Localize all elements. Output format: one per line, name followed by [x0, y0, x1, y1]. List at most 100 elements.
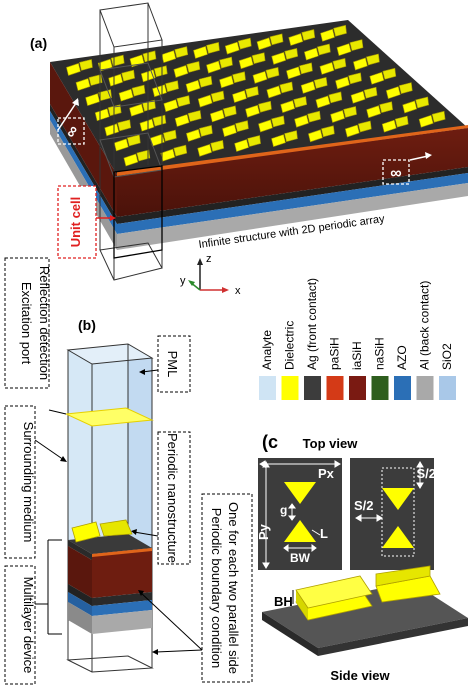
- nano-element: [320, 28, 335, 42]
- nano-element: [108, 73, 124, 87]
- nano-element: [245, 104, 260, 118]
- nano-element: [258, 119, 273, 133]
- infinity-right-symbol: ∞: [390, 165, 401, 182]
- nano-element: [219, 56, 233, 69]
- ml-front-dark: [68, 540, 92, 560]
- slab-front-blue: [117, 173, 468, 234]
- ml-side-brown: [92, 548, 152, 598]
- nano-element: [418, 114, 434, 128]
- nano-element: [280, 100, 296, 113]
- nano-element: [185, 79, 201, 93]
- ml-side-gray: [92, 610, 152, 634]
- ml-side-dark2: [92, 592, 152, 606]
- nano-element: [256, 37, 272, 51]
- nano-element: [247, 135, 261, 147]
- nano-element: [300, 81, 316, 94]
- nano-element: [266, 85, 282, 99]
- s2-top-label: S/2: [416, 466, 436, 481]
- slab-front-orange-line: [117, 125, 468, 176]
- top-view-label: Top view: [303, 436, 359, 451]
- legend-label: paSiH: [328, 337, 342, 370]
- side-view-block-right-top: [375, 565, 431, 587]
- nano-element: [379, 101, 393, 114]
- axis-z-label: z: [206, 253, 212, 265]
- nano-element: [366, 53, 380, 66]
- nano-element: [294, 114, 309, 128]
- excitation-callout: Excitation port Reflection detection: [4, 257, 67, 415]
- nano-element: [186, 129, 201, 142]
- legend-swatch: [349, 376, 366, 400]
- nano-element: [307, 110, 321, 123]
- b-nanostructure-left: [71, 521, 101, 543]
- nano-element: [279, 81, 294, 94]
- nano-element: [131, 84, 146, 97]
- bw-label: BW: [290, 551, 311, 565]
- top-view-cell-1: [258, 458, 342, 570]
- nano-element: [206, 60, 221, 74]
- nano-element: [415, 96, 430, 109]
- nano-element: [350, 90, 366, 104]
- nano-element: [75, 78, 91, 91]
- nano-element: [234, 139, 249, 152]
- nano-element: [328, 91, 343, 104]
- boundary-condition-label: Periodic boundary condition: [209, 508, 224, 668]
- nano-element: [431, 110, 446, 123]
- nano-element: [210, 90, 225, 103]
- nano-element: [336, 43, 352, 56]
- nano-element: [209, 109, 225, 123]
- nano-element: [176, 95, 191, 107]
- legend-label: AZO: [395, 345, 409, 370]
- excitation-port-label: Excitation port: [19, 282, 34, 365]
- nano-element: [88, 74, 103, 86]
- side-view-label: Side view: [330, 668, 390, 683]
- legend-label: iaSiH: [350, 341, 364, 370]
- slab-front-gray: [117, 183, 468, 250]
- pml-column-front: [68, 344, 128, 546]
- legend-swatch: [416, 376, 434, 400]
- legend-label: Analyte: [260, 330, 274, 370]
- side-view-base-side: [318, 618, 468, 656]
- nano-element: [94, 108, 110, 122]
- nano-element: [104, 123, 120, 137]
- nano-element: [224, 41, 240, 55]
- nano-element: [369, 71, 385, 85]
- nano-element: [299, 62, 313, 75]
- boundary-condition-sub-label: One for each two parallel side: [226, 502, 241, 674]
- nano-element: [313, 77, 328, 89]
- side-view-block-left-top: [295, 575, 373, 609]
- periodic-nano-callout: Periodic nanostructure: [131, 431, 191, 565]
- ml-side-orange: [92, 548, 152, 557]
- g-label: g: [280, 503, 287, 517]
- nano-element: [113, 138, 129, 152]
- nano-element: [219, 75, 234, 89]
- nano-element: [121, 69, 135, 82]
- nano-element: [385, 86, 401, 99]
- nano-element: [142, 99, 156, 112]
- nano-element: [332, 58, 347, 70]
- nano-element: [197, 143, 213, 157]
- l-label: L: [320, 526, 328, 541]
- legend-swatch: [304, 376, 321, 400]
- nano-element: [161, 50, 177, 64]
- nano-element: [136, 149, 151, 162]
- nano-element: [293, 96, 308, 108]
- nano-element: [232, 71, 246, 84]
- boundary-callout: Periodic boundary condition One for each…: [138, 493, 253, 683]
- nano-element: [321, 125, 335, 138]
- top-view-1-triangle-down: [284, 520, 316, 542]
- nano-element: [163, 99, 179, 112]
- legend-label: naSiH: [373, 337, 387, 370]
- top-view-2-triangle-up: [382, 488, 414, 510]
- nano-element: [348, 72, 362, 85]
- panel-c-label: (c: [262, 432, 278, 452]
- nano-element: [269, 33, 284, 46]
- nano-element: [222, 124, 237, 138]
- surrounding-callout: Surrounding medium: [4, 405, 67, 559]
- nano-element: [198, 75, 213, 88]
- nano-element: [238, 56, 254, 70]
- nano-element: [335, 76, 350, 90]
- nano-element: [152, 114, 167, 127]
- nano-element: [107, 104, 122, 117]
- slab-front-brown: [117, 128, 468, 217]
